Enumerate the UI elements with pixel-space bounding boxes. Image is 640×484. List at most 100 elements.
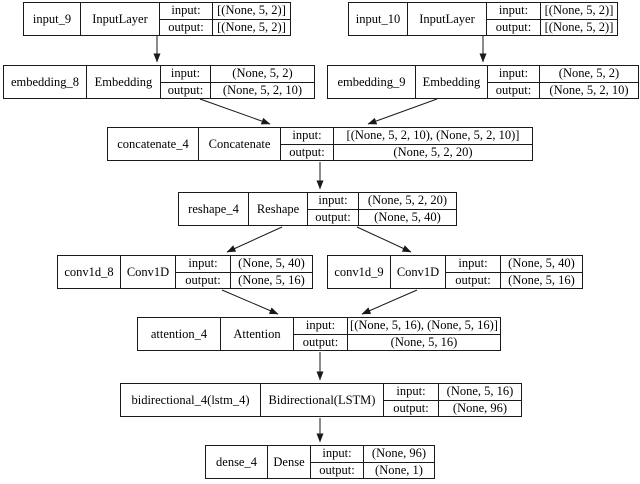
layer-type-label: Conv1D [121,256,176,288]
layer-type-label: Dense [268,446,311,478]
io-input-row: input: [(None, 5, 2)] [160,3,290,20]
io-input-row: input: (None, 96) [311,446,434,463]
layer-type-label: Bidirectional(LSTM) [261,384,384,416]
layer-node-reshape-4: reshape_4 Reshape input: (None, 5, 2, 20… [178,192,457,226]
io-output-shape: (None, 5, 16) [508,272,575,287]
io-input-shape: [(None, 5, 16), (None, 5, 16)] [350,318,498,333]
layer-io-table: input: [(None, 5, 16), (None, 5, 16)] ou… [294,318,500,350]
io-input-label: input: [488,66,540,82]
io-output-row: output: (None, 5, 16) [176,272,312,288]
layer-node-input-9: input_9 InputLayer input: [(None, 5, 2)]… [23,2,291,36]
io-output-row: output: (None, 5, 2, 10) [488,82,638,98]
io-input-row: input: [(None, 5, 2)] [487,3,617,20]
layer-node-conv1d-9: conv1d_9 Conv1D input: (None, 5, 40) out… [327,255,583,289]
io-output-shape: (None, 96) [452,400,508,415]
layer-node-concatenate-4: concatenate_4 Concatenate input: [(None,… [107,127,533,161]
io-input-label: input: [160,3,213,19]
layer-node-dense-4: dense_4 Dense input: (None, 96) output: … [205,445,435,479]
io-output-row: output: (None, 5, 40) [308,209,456,225]
layer-type-label: Concatenate [199,128,281,160]
edge-conv1d9-to-attention4-arrow [361,289,418,315]
io-output-label: output: [384,400,439,416]
io-output-row: output: (None, 5, 16) [294,334,500,350]
io-output-shape: (None, 5, 16) [238,272,305,287]
io-input-label: input: [294,318,348,334]
layer-name-label: conv1d_8 [58,256,121,288]
io-input-row: input: (None, 5, 40) [446,256,582,273]
io-output-shape: (None, 5, 16) [390,334,458,349]
layer-name-label: input_10 [349,3,408,35]
io-output-row: output: [(None, 5, 2)] [160,19,290,35]
io-output-label: output: [294,334,348,350]
layer-name-label: bidirectional_4(lstm_4) [121,384,261,416]
io-input-label: input: [161,66,211,82]
io-output-label: output: [281,144,334,160]
layer-io-table: input: (None, 5, 40) output: (None, 5, 1… [446,256,582,288]
layer-type-label: Conv1D [391,256,446,288]
layer-name-label: reshape_4 [179,193,249,225]
io-input-shape: (None, 5, 16) [446,384,514,399]
io-input-shape: [(None, 5, 2)] [544,3,614,18]
io-output-row: output: (None, 5, 2, 20) [281,144,532,160]
layer-io-table: input: (None, 5, 2) output: (None, 5, 2,… [488,66,638,98]
io-output-label: output: [488,82,540,98]
io-input-shape: (None, 5, 2, 20) [367,193,448,208]
io-input-row: input: [(None, 5, 16), (None, 5, 16)] [294,318,500,335]
io-output-label: output: [446,272,501,288]
layer-node-embedding-9: embedding_9 Embedding input: (None, 5, 2… [327,65,639,99]
io-input-label: input: [487,3,541,19]
io-output-shape: (None, 5, 2, 10) [222,82,303,97]
io-output-row: output: (None, 1) [311,462,434,478]
layer-node-embedding-8: embedding_8 Embedding input: (None, 5, 2… [3,65,315,99]
io-output-shape: (None, 5, 40) [374,209,441,224]
io-output-shape: (None, 1) [375,462,423,477]
io-input-shape: (None, 5, 2) [558,66,620,81]
io-input-label: input: [311,446,364,462]
layer-node-conv1d-8: conv1d_8 Conv1D input: (None, 5, 40) out… [57,255,313,289]
layer-name-label: input_9 [24,3,81,35]
io-input-shape: [(None, 5, 2)] [217,3,286,18]
layer-type-label: InputLayer [408,3,487,35]
layer-io-table: input: [(None, 5, 2)] output: [(None, 5,… [487,3,617,35]
layer-io-table: input: [(None, 5, 2, 10), (None, 5, 2, 1… [281,128,532,160]
io-output-row: output: (None, 5, 2, 10) [161,82,314,98]
io-output-shape: [(None, 5, 2)] [217,19,286,34]
layer-type-label: Attention [221,318,294,350]
layer-name-label: conv1d_9 [328,256,391,288]
io-output-label: output: [176,272,231,288]
edge-embedding9-to-concatenate4-arrow [367,98,438,125]
io-input-row: input: (None, 5, 2) [488,66,638,83]
io-input-row: input: (None, 5, 2, 20) [308,193,456,210]
layer-io-table: input: (None, 5, 40) output: (None, 5, 1… [176,256,312,288]
layer-name-label: concatenate_4 [108,128,199,160]
io-output-row: output: [(None, 5, 2)] [487,19,617,35]
io-output-label: output: [487,19,541,35]
io-input-label: input: [176,256,231,272]
edge-reshape4-to-conv1d8-arrow [226,226,283,253]
io-input-shape: (None, 96) [371,446,427,461]
layer-io-table: input: (None, 96) output: (None, 1) [311,446,434,478]
io-output-label: output: [161,82,211,98]
io-input-shape: (None, 5, 40) [508,256,575,271]
io-input-label: input: [446,256,501,272]
layer-name-label: dense_4 [206,446,268,478]
io-output-shape: (None, 5, 2, 20) [393,144,473,159]
edge-conv1d8-to-attention4-arrow [221,289,279,315]
layer-type-label: Embedding [87,66,161,98]
io-input-row: input: [(None, 5, 2, 10), (None, 5, 2, 1… [281,128,532,145]
layer-io-table: input: [(None, 5, 2)] output: [(None, 5,… [160,3,290,35]
io-input-label: input: [308,193,359,209]
io-output-shape: [(None, 5, 2)] [544,19,614,34]
io-output-shape: (None, 5, 2, 10) [549,82,629,97]
io-input-row: input: (None, 5, 16) [384,384,521,401]
layer-node-input-10: input_10 InputLayer input: [(None, 5, 2)… [348,2,618,36]
io-input-shape: (None, 5, 2) [232,66,293,81]
io-input-shape: (None, 5, 40) [238,256,305,271]
layer-io-table: input: (None, 5, 2) output: (None, 5, 2,… [161,66,314,98]
io-input-label: input: [384,384,439,400]
layer-node-attention-4: attention_4 Attention input: [(None, 5, … [137,317,501,351]
layer-type-label: InputLayer [81,3,160,35]
layer-io-table: input: (None, 5, 16) output: (None, 96) [384,384,521,416]
io-input-label: input: [281,128,334,144]
